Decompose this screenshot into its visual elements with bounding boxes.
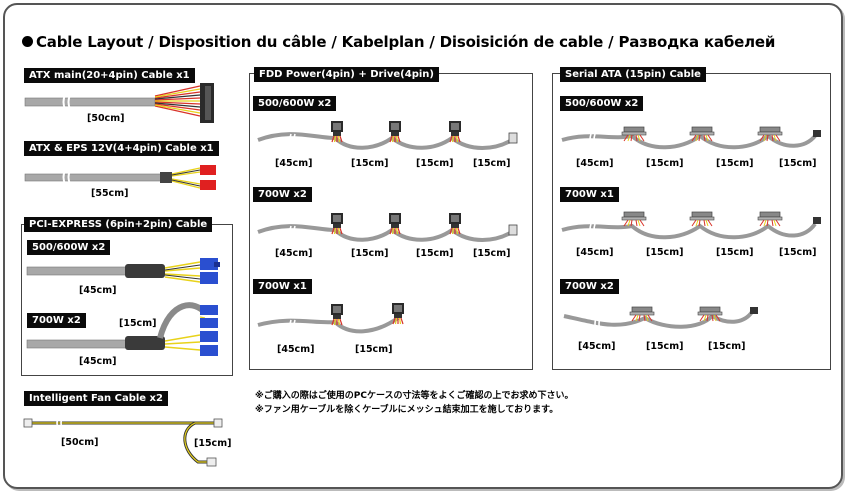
pcie-variant1-tag: 500/600W x2 — [27, 240, 111, 255]
atx-cable-drawing — [24, 83, 214, 123]
pcie-variant2-main-length-label: [45cm] — [79, 356, 117, 367]
fan-cable-drawing — [23, 418, 223, 467]
fdd-row2-tag: 700W x2 — [253, 187, 312, 202]
pcie-variant2-ext-length-label: [15cm] — [119, 318, 157, 329]
fdd-row1-length-2: [15cm] — [351, 158, 389, 169]
outer-frame — [3, 3, 843, 489]
fdd-cable-tag: FDD Power(4pin) + Drive(4pin) — [254, 67, 439, 82]
fdd-row1-length-1: [45cm] — [275, 158, 313, 169]
page-title: Cable Layout / Disposition du câble / Ka… — [22, 33, 775, 51]
eps-cable-drawing — [24, 165, 216, 190]
pcie-variant1-drawing — [26, 258, 220, 284]
fdd-row1-drawing — [257, 120, 518, 150]
fan-ext-length-label: [15cm] — [194, 438, 232, 449]
sata-row3-length-3: [15cm] — [708, 341, 746, 352]
eps-cable-tag: ATX & EPS 12V(4+4pin) Cable x1 — [24, 141, 219, 156]
pcie-variant2-tag: 700W x2 — [27, 313, 86, 328]
note-line-2: ※ファン用ケーブルを除くケーブルにメッシュ結束加工を施しております。 — [255, 405, 559, 415]
atx-cable-tag: ATX main(20+4pin) Cable x1 — [24, 68, 195, 83]
bullet-icon — [22, 36, 33, 47]
fan-main-length-label: [50cm] — [61, 437, 99, 448]
fdd-row2-drawing — [257, 212, 518, 242]
fdd-row2-length-4: [15cm] — [473, 248, 511, 259]
pcie-cable-tag: PCI-EXPRESS (6pin+2pin) Cable — [24, 217, 213, 232]
sata-row2-drawing — [561, 211, 821, 240]
sata-row1-length-2: [15cm] — [646, 158, 684, 169]
sata-row2-length-3: [15cm] — [716, 247, 754, 258]
sata-row1-drawing — [561, 126, 821, 150]
fan-cable-tag: Intelligent Fan Cable x2 — [24, 391, 168, 406]
fdd-row3-drawing — [257, 302, 405, 334]
fdd-row1-length-4: [15cm] — [473, 158, 511, 169]
note-line-1: ※ご購入の際はご使用のPCケースの寸法等をよくご確認の上でお求め下さい。 — [255, 391, 574, 401]
fdd-row2-length-3: [15cm] — [416, 248, 454, 259]
eps-length-label: [55cm] — [91, 188, 129, 199]
sata-row1-length-4: [15cm] — [779, 158, 817, 169]
pcie-variant2-drawing — [26, 302, 218, 356]
atx-length-label: [50cm] — [87, 113, 125, 124]
fdd-row1-tag: 500/600W x2 — [253, 96, 337, 111]
fdd-row1-length-3: [15cm] — [416, 158, 454, 169]
sata-row2-length-1: [45cm] — [576, 247, 614, 258]
fdd-row3-length-2: [15cm] — [355, 344, 393, 355]
sata-row2-length-4: [15cm] — [779, 247, 817, 258]
sata-row3-length-1: [45cm] — [578, 341, 616, 352]
pcie-variant1-length-label: [45cm] — [79, 285, 117, 296]
sata-row1-tag: 500/600W x2 — [560, 96, 644, 111]
fdd-row2-length-2: [15cm] — [351, 248, 389, 259]
sata-row1-length-1: [45cm] — [576, 158, 614, 169]
sata-row1-length-3: [15cm] — [716, 158, 754, 169]
sata-row3-drawing — [563, 306, 758, 331]
sata-row2-tag: 700W x1 — [560, 187, 619, 202]
sata-row3-tag: 700W x2 — [560, 279, 619, 294]
fdd-row2-length-1: [45cm] — [275, 248, 313, 259]
sata-row3-length-2: [15cm] — [646, 341, 684, 352]
fdd-row3-tag: 700W x1 — [253, 279, 312, 294]
sata-row2-length-2: [15cm] — [646, 247, 684, 258]
page-title-text: Cable Layout / Disposition du câble / Ka… — [36, 33, 776, 51]
sata-cable-tag: Serial ATA (15pin) Cable — [560, 67, 706, 82]
fdd-row3-length-1: [45cm] — [277, 344, 315, 355]
